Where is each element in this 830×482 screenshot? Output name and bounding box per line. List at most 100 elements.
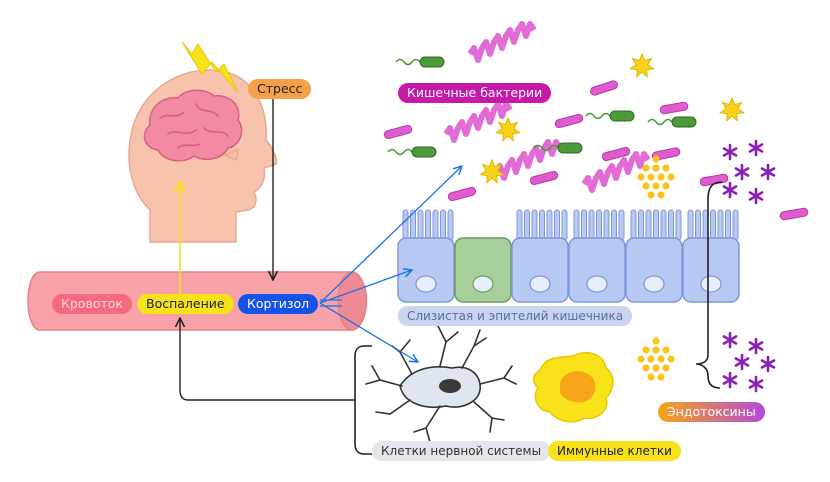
endotoxin-dot — [652, 155, 660, 163]
microvillus — [425, 209, 431, 241]
rod-bacterium — [383, 124, 413, 140]
endotoxin-dot — [642, 182, 650, 190]
microvillus — [539, 209, 545, 241]
spiral-bacterium — [581, 151, 651, 193]
cell-nucleus — [472, 275, 494, 293]
endotoxin-dot — [662, 364, 670, 372]
rod-bacterium — [554, 113, 584, 129]
gut-bacteria-label: Кишечные бактерии — [398, 83, 552, 103]
immune-cell-icon — [532, 352, 614, 423]
rod-bacterium — [651, 147, 681, 161]
microvillus — [596, 209, 602, 241]
endotoxin-dot — [657, 191, 665, 199]
gut-bacteria-cluster — [383, 21, 809, 221]
epithelial-cell — [625, 237, 683, 303]
endotoxin-dot — [642, 364, 650, 372]
microvillus — [695, 209, 701, 241]
endotoxin-asterisk — [722, 371, 738, 389]
microvillus — [516, 209, 523, 241]
endotoxin-asterisk — [734, 353, 750, 371]
microvillus — [402, 209, 409, 241]
endotoxin-dot — [647, 373, 655, 381]
endotoxin-dot — [652, 337, 660, 345]
endotoxin-asterisk — [760, 163, 776, 181]
microvillus — [660, 209, 667, 241]
endotoxins-label: Эндотоксины — [658, 402, 765, 422]
endotoxin-dot — [667, 173, 675, 181]
epithelial-cell — [568, 237, 626, 303]
endotoxin-dot — [657, 355, 665, 363]
endotoxin-asterisk — [760, 355, 776, 373]
goblet-cell — [454, 237, 512, 303]
brain-icon — [143, 89, 243, 162]
flagellated-bacterium — [411, 146, 437, 158]
microvillus — [554, 209, 560, 241]
microvillus — [710, 209, 716, 241]
microvillus — [653, 209, 659, 241]
rod-bacterium — [779, 207, 809, 221]
endotoxin-cluster — [637, 139, 776, 393]
microvillus — [675, 209, 682, 241]
mucosa-label: Слизистая и эпителий кишечника — [398, 306, 633, 326]
microvillus — [524, 209, 530, 241]
star-microbe — [718, 96, 746, 123]
star-microbe — [628, 52, 656, 79]
flagellated-bacterium — [419, 56, 445, 68]
bacterium-tail — [585, 112, 611, 120]
endotoxin-asterisk — [748, 375, 764, 393]
cells-to-inflammation-arrow — [180, 318, 355, 401]
rod-bacterium — [589, 80, 619, 96]
rod-bacterium — [601, 146, 631, 162]
inflammation-label: Воспаление — [137, 294, 234, 314]
endotoxin-dot — [652, 182, 660, 190]
intestinal-epithelium — [397, 209, 740, 303]
spiral-bacterium — [443, 101, 513, 143]
microvillus — [638, 209, 644, 241]
endotoxin-dot — [652, 364, 660, 372]
microvillus — [546, 209, 553, 241]
endotoxin-asterisk — [722, 331, 738, 349]
microvillus — [561, 209, 568, 241]
endotoxin-dot — [642, 164, 650, 172]
microvillus — [732, 209, 739, 241]
microvillus — [611, 209, 617, 241]
immune-cells-label: Иммунные клетки — [548, 441, 681, 461]
microvillus — [687, 209, 694, 241]
bacterium-tail — [395, 58, 421, 66]
stress-label: Стресс — [248, 79, 312, 99]
microvillus — [618, 209, 625, 241]
epithelial-cell — [511, 237, 569, 303]
microvillus — [417, 209, 424, 241]
microvillus — [717, 209, 724, 241]
endotoxin-asterisk — [722, 143, 738, 161]
microvillus — [603, 209, 610, 241]
endotoxin-bracket — [695, 181, 723, 389]
epithelial-cell — [397, 237, 455, 303]
rod-bacterium — [447, 186, 477, 202]
microvillus — [440, 209, 446, 241]
endotoxin-dot — [667, 355, 675, 363]
microvillus — [588, 209, 595, 241]
flagellated-bacterium — [671, 116, 697, 128]
endotoxin-dot — [657, 373, 665, 381]
spiral-bacterium — [493, 139, 563, 181]
endotoxin-dot — [637, 355, 645, 363]
bloodstream-label: Кровоток — [52, 294, 132, 314]
endotoxin-dot — [662, 164, 670, 172]
spiral-bacterium — [467, 21, 537, 63]
endotoxin-dot — [652, 346, 660, 354]
lightning-bolt-icon — [181, 41, 239, 93]
endotoxin-asterisk — [734, 163, 750, 181]
cell-nucleus — [529, 275, 551, 293]
microvillus — [645, 209, 652, 241]
endotoxin-dot — [642, 346, 650, 354]
microvillus — [725, 209, 731, 241]
endotoxin-asterisk — [748, 139, 764, 157]
endotoxin-dot — [662, 182, 670, 190]
endotoxin-dot — [647, 355, 655, 363]
bacterium-tail — [647, 118, 673, 126]
endotoxin-asterisk — [722, 181, 738, 199]
cortisol-label: Кортизол — [238, 294, 319, 314]
